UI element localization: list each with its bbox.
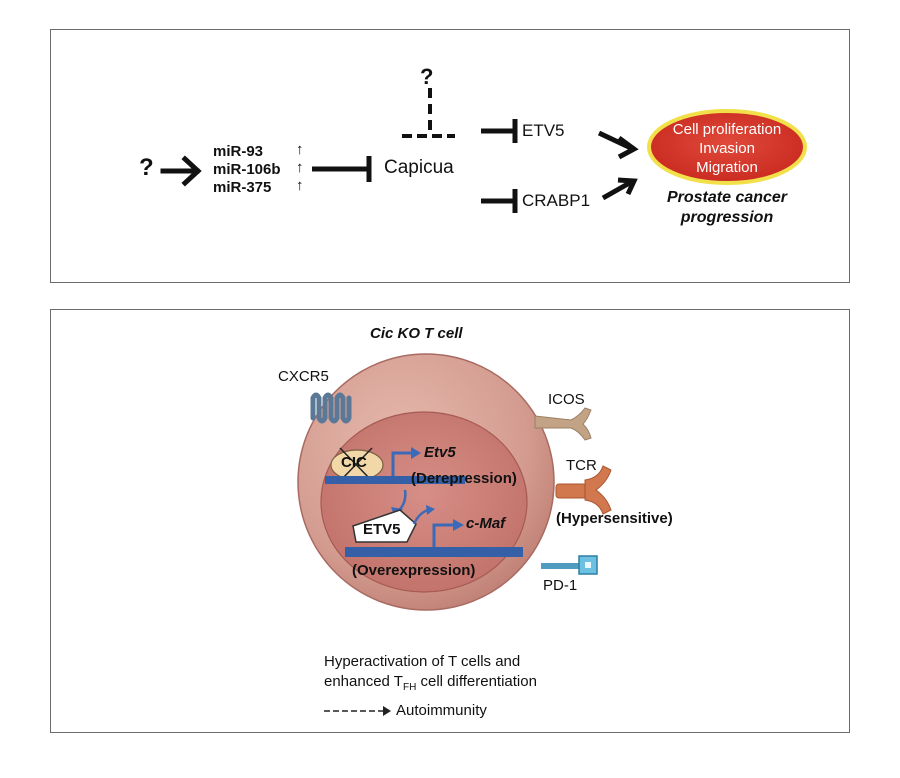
panel-cic-ko-t-cell: Cic KO T cell CXCR5 ICOS TCR (Hypersensi… bbox=[50, 309, 850, 733]
icos-receptor-icon bbox=[534, 407, 592, 441]
cxcr5-label: CXCR5 bbox=[278, 368, 329, 385]
upstream-question-mark: ? bbox=[139, 154, 154, 181]
cmaf-dna-bar bbox=[345, 547, 523, 557]
arrow-crabp1-to-outcomes bbox=[601, 177, 638, 201]
inhibit-capicua-etv5 bbox=[481, 119, 518, 143]
etv5-arrowhead-icon bbox=[411, 447, 421, 459]
t-cell-title: Cic KO T cell bbox=[370, 325, 463, 342]
cmaf-arrowhead-icon bbox=[453, 519, 464, 531]
capicua-question-mark: ? bbox=[420, 64, 434, 89]
mirna-375-label: miR-375 bbox=[213, 179, 272, 196]
outcome-invasion: Invasion bbox=[699, 140, 755, 157]
capicua-label: Capicua bbox=[384, 157, 454, 178]
cxcr5-receptor-icon bbox=[310, 392, 352, 424]
panel-capicua-prostate-cancer: ? ? miR-93 miR-106b miR-375 ↑ ↑ ↑ Capicu… bbox=[50, 29, 850, 283]
inhibit-capicua-crabp1 bbox=[481, 189, 518, 213]
summary-line2: enhanced TFH cell differentiation bbox=[324, 673, 537, 693]
cmaf-overexpression-note: (Overexpression) bbox=[352, 562, 476, 579]
panel-a-graphics bbox=[160, 88, 807, 213]
etv5-protein-icon bbox=[352, 509, 417, 543]
panel-b-graphics bbox=[297, 353, 612, 716]
outcome-migration: Migration bbox=[696, 159, 758, 176]
etv5-transcription-arrow bbox=[391, 451, 411, 476]
mirna-106b-up-arrow: ↑ bbox=[296, 159, 304, 176]
summary-line2-prefix: enhanced T bbox=[324, 673, 403, 690]
autoimmunity-label: Autoimmunity bbox=[396, 702, 487, 719]
mirna-106b-label: miR-106b bbox=[213, 161, 281, 178]
autoimmunity-arrowhead-icon bbox=[383, 706, 391, 716]
cmaf-gene-label: c-Maf bbox=[466, 515, 506, 532]
prostate-caption-line1: Prostate cancer bbox=[666, 189, 788, 206]
prostate-caption-line2: progression bbox=[680, 209, 774, 226]
etv5-binding-arrow bbox=[412, 508, 429, 525]
summary-line2-suffix: cell differentiation bbox=[416, 673, 537, 690]
tcr-hypersensitive-note: (Hypersensitive) bbox=[556, 510, 673, 527]
etv5-label: ETV5 bbox=[522, 121, 565, 140]
pd1-label: PD-1 bbox=[543, 577, 578, 594]
mirna-93-label: miR-93 bbox=[213, 143, 264, 160]
cic-label: CIC bbox=[341, 454, 367, 471]
tcr-receptor-icon bbox=[555, 465, 612, 515]
etv5-dna-bar bbox=[325, 476, 465, 484]
mirna-375-up-arrow: ↑ bbox=[296, 177, 304, 194]
cic-deleted-x-icon bbox=[339, 447, 373, 482]
mirna-93-up-arrow: ↑ bbox=[296, 141, 304, 158]
etv5-protein-label: ETV5 bbox=[363, 521, 401, 538]
outcomes-ellipse bbox=[647, 109, 807, 185]
summary-line1: Hyperactivation of T cells and bbox=[324, 653, 521, 670]
dashed-inhibit-capicua bbox=[402, 88, 455, 138]
arrow-upstream-to-mirna bbox=[160, 155, 202, 187]
etv5-derepression-note: (Derepression) bbox=[411, 470, 517, 487]
cmaf-transcription-arrow bbox=[432, 523, 454, 547]
etv5-binding-arrowhead-icon bbox=[426, 505, 435, 515]
arrow-etv5-to-outcomes bbox=[597, 130, 639, 160]
tcr-label: TCR bbox=[566, 457, 597, 474]
crabp1-label: CRABP1 bbox=[522, 191, 591, 210]
etv5-gene-label: Etv5 bbox=[424, 444, 456, 461]
pd1-receptor-icon bbox=[541, 555, 598, 575]
outcome-cell-proliferation: Cell proliferation bbox=[672, 121, 782, 138]
inhibit-mirna-capicua bbox=[312, 156, 372, 182]
icos-label: ICOS bbox=[548, 391, 585, 408]
summary-line2-subscript: FH bbox=[402, 682, 417, 693]
